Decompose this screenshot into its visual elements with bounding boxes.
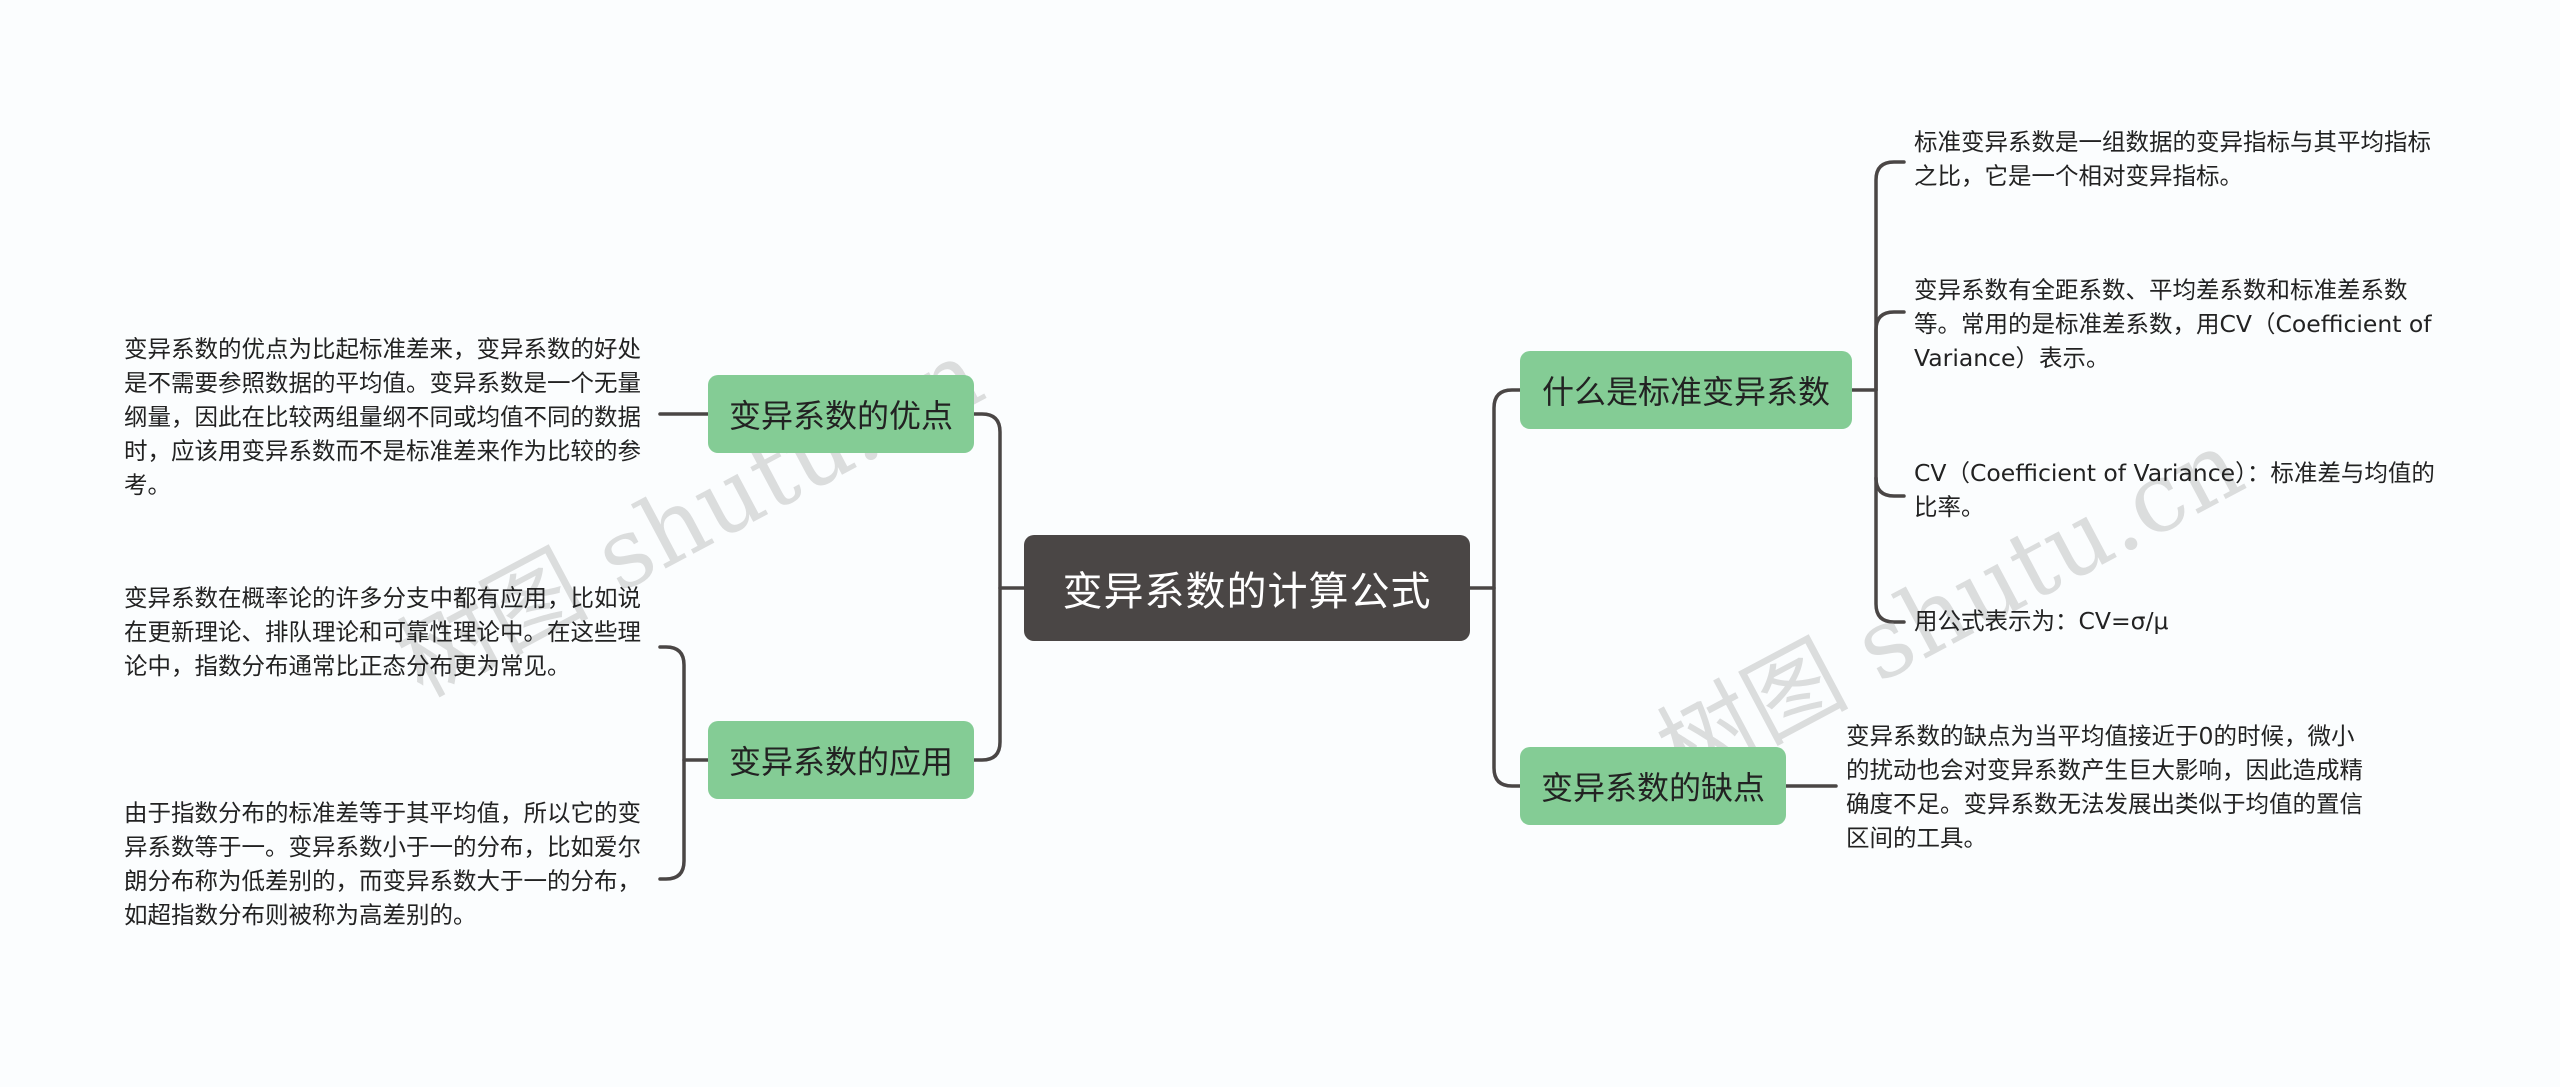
leaf-apps-2: 由于指数分布的标准差等于其平均值，所以它的变异系数等于一。变异系数小于一的分布，… [124,799,641,929]
branch-cv-advantages[interactable]: 变异系数的优点 [708,375,974,453]
root-label: 变异系数的计算公式 [1062,569,1432,615]
link-apps-leaf-2 [658,758,686,881]
link-root-pros [972,412,1026,590]
branch-cv-disadvantages[interactable]: 变异系数的缺点 [1520,747,1786,825]
link-root-cons [1492,586,1522,788]
link-what-leaf-1 [1850,160,1906,392]
branch-what-is-standard-cv[interactable]: 什么是标准变异系数 [1520,351,1852,429]
leaf-pros-1: 变异系数的优点为比起标准差来，变异系数的好处是不需要参照数据的平均值。变异系数是… [124,335,641,499]
link-what-leaf-3 [1874,388,1906,498]
leaf-cons-1: 变异系数的缺点为当平均值接近于0的时候，微小的扰动也会对变异系数产生巨大影响，因… [1846,722,2363,852]
branch-label: 变异系数的优点 [728,397,953,435]
link-what-leaf-4 [1874,476,1906,624]
branch-cv-applications[interactable]: 变异系数的应用 [708,721,974,799]
link-root-apps [972,586,1002,762]
branch-label: 变异系数的应用 [728,743,953,781]
leaf-what-3: CV（Coefficient of Variance）：标准差与均值的比率。 [1914,459,2435,521]
root-node[interactable]: 变异系数的计算公式 [1024,535,1470,641]
link-root-what [1468,388,1522,590]
link-apps-leaf-1 [658,645,710,762]
link-what-leaf-2 [1874,310,1906,392]
leaf-apps-1: 变异系数在概率论的许多分支中都有应用，比如说在更新理论、排队理论和可靠性理论中。… [124,584,641,680]
leaf-what-1: 标准变异系数是一组数据的变异指标与其平均指标之比，它是一个相对变异指标。 [1914,128,2431,190]
branch-label: 什么是标准变异系数 [1541,373,1830,411]
leaf-what-2: 变异系数有全距系数、平均差系数和标准差系数等。常用的是标准差系数，用CV（Coe… [1914,276,2432,372]
leaf-what-4: 用公式表示为：CV=σ/μ [1914,607,2169,635]
branch-label: 变异系数的缺点 [1540,769,1765,807]
